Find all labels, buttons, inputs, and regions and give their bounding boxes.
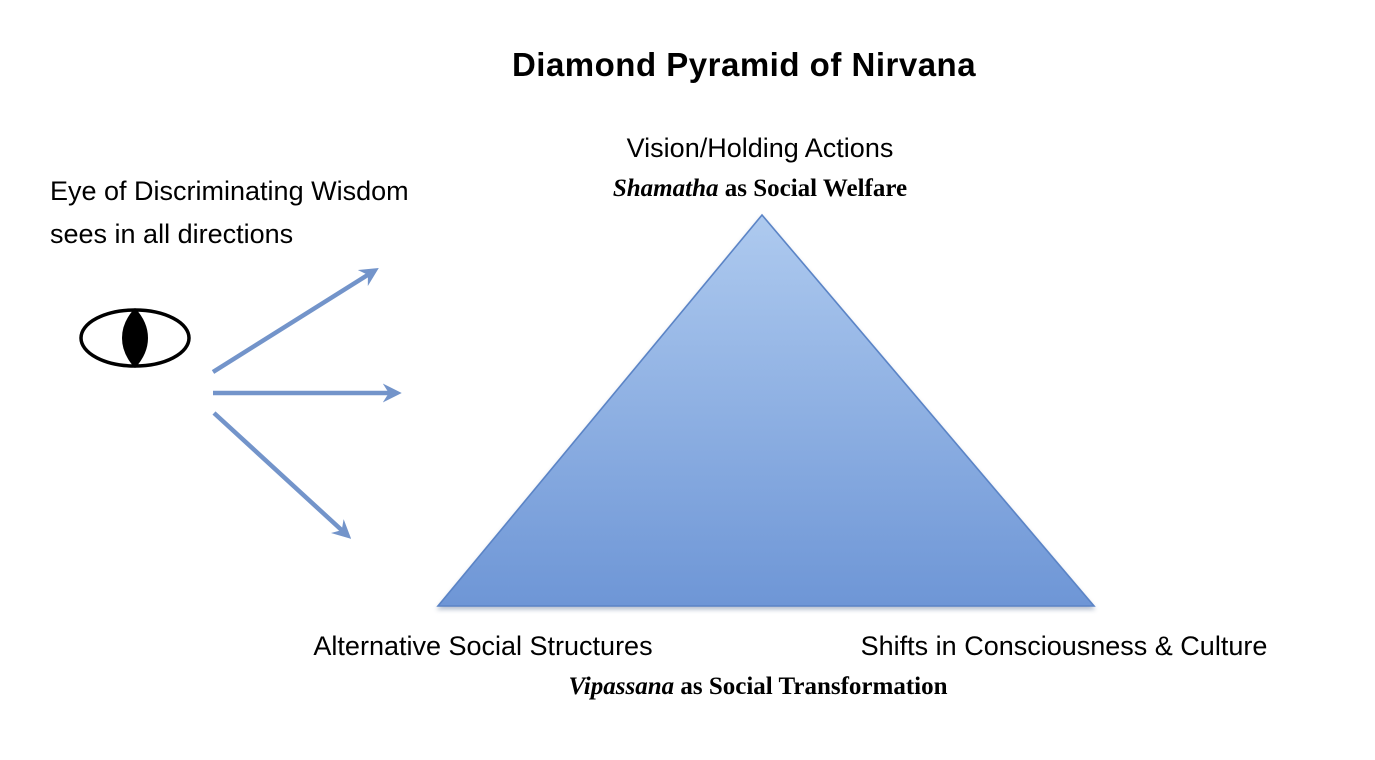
sight-arrows <box>211 267 402 539</box>
vipassana-term: Vipassana <box>568 673 675 700</box>
shamatha-term: Shamatha <box>612 175 719 202</box>
eye-icon <box>79 308 191 368</box>
vipassana-rest: as Social Transformation <box>674 673 948 700</box>
shamatha-rest: as Social Welfare <box>718 175 908 202</box>
eye-caption: Eye of Discriminating Wisdom sees in all… <box>50 170 409 256</box>
arrow-up-right-icon <box>211 267 379 374</box>
pyramid-apex-sublabel: Shamatha as Social Welfare <box>613 175 907 203</box>
pyramid-shape <box>436 213 1096 607</box>
eye-caption-line1: Eye of Discriminating Wisdom <box>50 176 409 206</box>
pyramid-apex-label: Vision/Holding Actions <box>626 133 894 163</box>
pyramid-base-sublabel: Vipassana as Social Transformation <box>569 673 948 701</box>
arrow-down-right-icon <box>212 411 352 539</box>
pyramid-base-left-label: Alternative Social Structures <box>313 631 653 661</box>
pyramid-base-right-label: Shifts in Consciousness & Culture <box>860 631 1268 661</box>
page-title: Diamond Pyramid of Nirvana <box>511 46 977 83</box>
eye-pupil <box>122 308 148 368</box>
eye-caption-line2: sees in all directions <box>50 219 294 249</box>
